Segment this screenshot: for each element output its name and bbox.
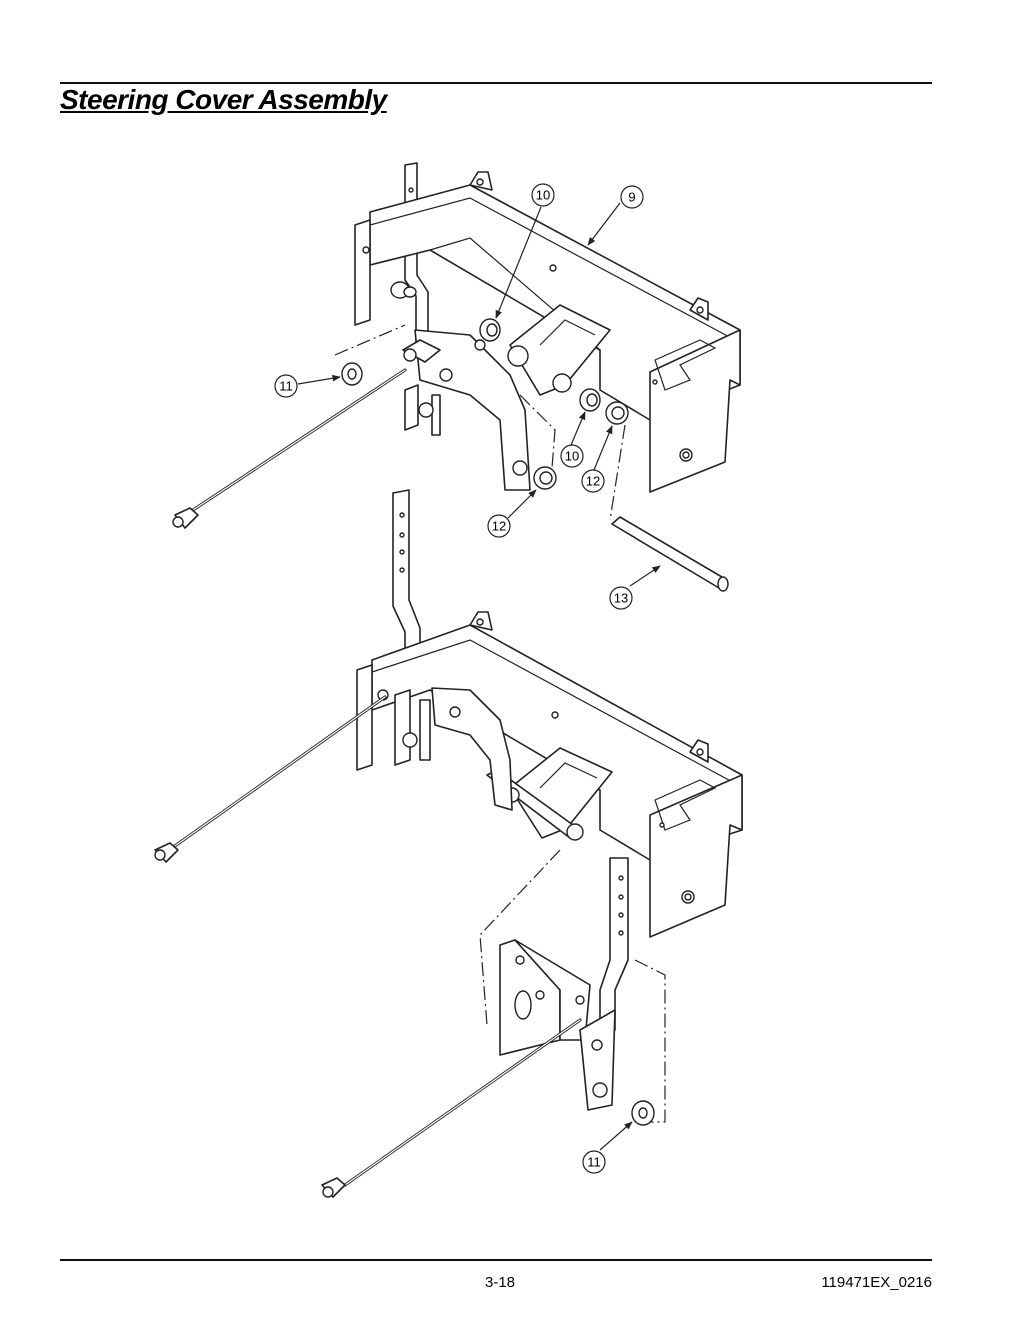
upper-bushing-left: [479, 318, 501, 342]
callout-9: 9: [620, 185, 644, 209]
leader-13: [629, 565, 661, 587]
right-steering-lever: [579, 857, 629, 1111]
upper-lower-collar: [533, 466, 557, 490]
leader-10-upper: [495, 206, 542, 319]
leader-9: [587, 202, 621, 246]
callout-label: 12: [586, 474, 600, 489]
upper-pivot-bracket: [507, 304, 611, 396]
upper-side-plate: [402, 329, 531, 491]
upper-alignment-line-left: [334, 324, 406, 356]
lower-cover-frame: [356, 611, 743, 938]
top-rule: [60, 82, 932, 84]
lower-steering-lever: [392, 489, 421, 661]
upper-control-rod: [172, 368, 407, 529]
callout-11-lower: 11: [582, 1150, 606, 1174]
upper-right-bushing: [579, 388, 601, 412]
bottom-rule: [60, 1259, 932, 1261]
lower-control-rod: [154, 695, 387, 863]
document-code: 119471EX_0216: [821, 1274, 932, 1291]
callout-label: 11: [587, 1155, 601, 1170]
lower-alignment-line-right: [634, 959, 666, 1123]
lower-side-plate: [377, 687, 513, 811]
leader-12-left: [507, 489, 537, 519]
callout-12-left: 12: [487, 514, 511, 538]
upper-pivot-bolt: [390, 281, 417, 299]
callout-12-right: 12: [581, 469, 605, 493]
right-washer: [631, 1100, 655, 1126]
page-number: 3-18: [484, 1274, 516, 1291]
callout-13: 13: [609, 586, 633, 610]
leader-10-lower: [570, 411, 586, 446]
right-side-plate: [499, 939, 591, 1056]
callout-label: 11: [279, 379, 293, 394]
lower-assembly: [154, 489, 743, 1123]
pivot-shaft: [611, 516, 729, 592]
upper-alignment-line-shaft: [609, 424, 626, 521]
upper-right-collar: [605, 401, 629, 425]
callout-11-upper: 11: [274, 374, 298, 398]
upper-washer: [341, 362, 363, 386]
right-control-rod: [321, 1018, 582, 1198]
page-title: Steering Cover Assembly: [60, 84, 387, 115]
upper-alignment-line-bracket: [519, 394, 556, 469]
right-lever-subassembly: [321, 857, 655, 1198]
leader-12-right: [593, 425, 613, 471]
callout-label: 13: [614, 591, 628, 606]
callout-label: 10: [565, 449, 579, 464]
upper-cover-frame: [354, 171, 741, 493]
callout-label: 10: [536, 188, 550, 203]
upper-assembly: [172, 162, 741, 592]
leader-11-lower: [599, 1121, 633, 1151]
callout-label: 9: [628, 190, 635, 205]
callout-label: 12: [492, 519, 506, 534]
callout-10-lower: 10: [560, 444, 584, 468]
callout-10-upper: 10: [531, 183, 555, 207]
leader-lines: [297, 202, 661, 1151]
leader-11-upper: [297, 374, 341, 385]
lower-alignment-line-left: [479, 849, 561, 1026]
